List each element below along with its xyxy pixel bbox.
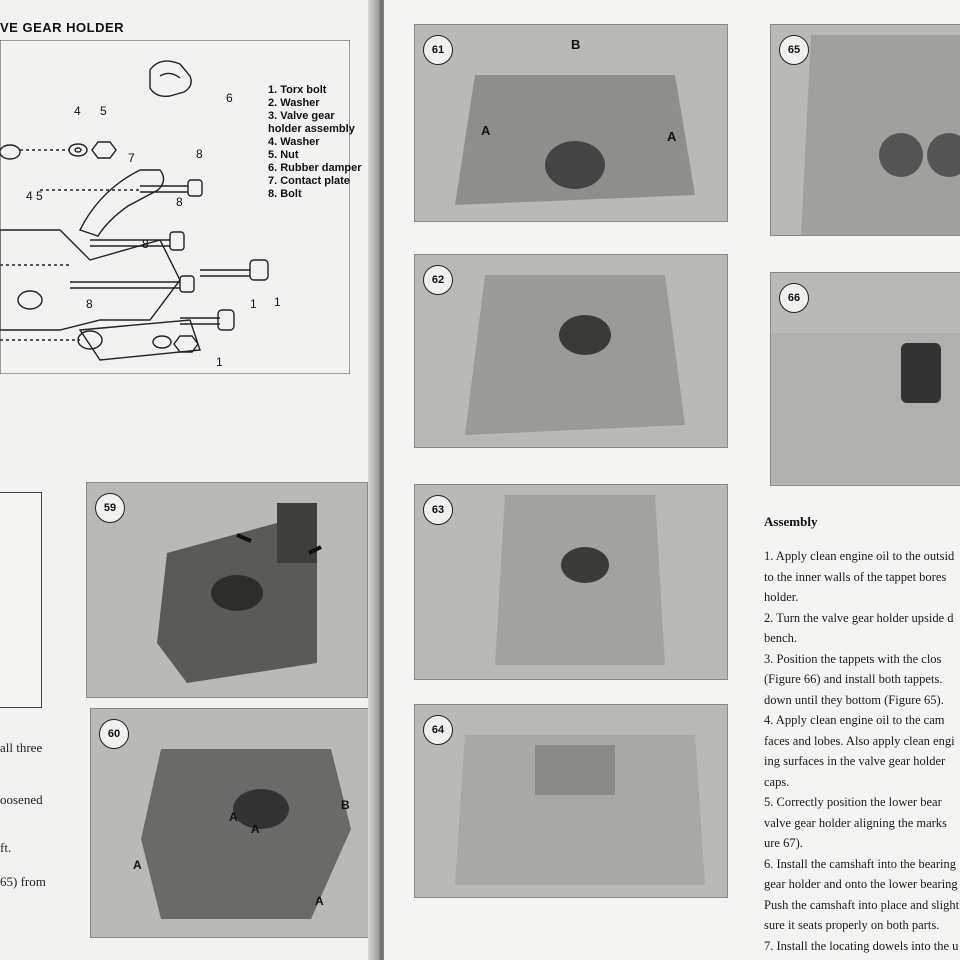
photo-61: 61 B A A: [414, 24, 728, 222]
parts-legend: 1. Torx bolt 2. Washer 3. Valve gear hol…: [268, 84, 368, 201]
step-line: gear holder and onto the lower bearing: [764, 877, 958, 891]
legend-item: 8. Bolt: [268, 188, 302, 200]
right-page: 61 B A A 62 63 64 65: [384, 0, 960, 960]
step-line: bench.: [764, 631, 797, 645]
step-line: caps.: [764, 774, 790, 789]
mark-a: A: [315, 894, 324, 908]
photo-60-image: A A B A A: [133, 749, 351, 919]
step-line: 6. Install the camshaft into the bearing: [764, 856, 956, 871]
photo-59: 59: [86, 482, 368, 698]
mark-a: A: [133, 858, 142, 872]
step-line: 5. Correctly position the lower bear: [764, 795, 942, 809]
partial-figure-box: [0, 492, 42, 708]
photo-number: 62: [423, 265, 453, 295]
label-5b: 5: [36, 189, 43, 203]
photo-65: 65: [770, 24, 960, 236]
photo-61-image: B A A: [455, 37, 695, 205]
step-line: valve gear holder aligning the marks: [764, 815, 947, 830]
photo-63-image: [495, 495, 665, 665]
step-line: ure 67).: [764, 836, 803, 850]
photo-66: 66: [770, 272, 960, 486]
step-line: to the inner walls of the tappet bores: [764, 569, 947, 584]
step-line: 7. Install the locating dowels into the …: [764, 938, 959, 953]
label-4b: 4: [26, 189, 33, 203]
text-fragment: ft.: [0, 840, 12, 855]
label-1b: 1: [274, 295, 281, 309]
left-page: VE GEAR HOLDER: [0, 0, 380, 960]
photo-number: 61: [423, 35, 453, 65]
assembly-heading: Assembly: [764, 514, 818, 529]
step-line: ing surfaces in the valve gear holder: [764, 754, 946, 768]
section-title: VE GEAR HOLDER: [0, 20, 125, 35]
photo-number: 65: [779, 35, 809, 65]
step-line: 4. Apply clean engine oil to the cam: [764, 713, 945, 727]
label-8b: 8: [176, 195, 183, 209]
photo-64: 64: [414, 704, 728, 898]
photo-66-image: [771, 333, 960, 483]
step-line: 3. Position the tappets with the clos: [764, 651, 942, 666]
text-fragment: 65) from: [0, 874, 46, 889]
step-line: sure it seats properly on both parts.: [764, 918, 940, 932]
legend-item: 6. Rubber damper: [268, 162, 362, 174]
step-line: 2. Turn the valve gear holder upside d: [764, 610, 954, 625]
label-1c: 1: [216, 355, 223, 369]
legend-item: 2. Washer: [268, 97, 320, 109]
text-fragment: all three: [0, 740, 43, 755]
photo-65-image: [801, 35, 960, 235]
mark-a: A: [481, 123, 491, 138]
label-4: 4: [74, 104, 81, 118]
label-6: 6: [226, 91, 233, 105]
assembly-steps: 1. Apply clean engine oil to the outsid …: [764, 548, 960, 958]
mark-a: A: [251, 822, 260, 836]
step-line: Push the camshaft into place and slightl: [764, 897, 960, 912]
mark-b: B: [571, 37, 580, 52]
photo-number: 66: [779, 283, 809, 313]
legend-item: 4. Washer: [268, 136, 320, 148]
photo-number: 63: [423, 495, 453, 525]
step-line: (Figure 66) and install both tappets.: [764, 672, 943, 686]
photo-number: 60: [99, 719, 129, 749]
photo-63: 63: [414, 484, 728, 680]
mark-a: A: [229, 810, 238, 824]
photo-number: 59: [95, 493, 125, 523]
label-8: 8: [196, 147, 203, 161]
photo-62-image: [465, 275, 685, 435]
photo-60: 60 A A B A A: [90, 708, 372, 938]
photo-64-image: [455, 735, 705, 885]
photo-62: 62: [414, 254, 728, 448]
label-8c: 8: [142, 237, 149, 251]
mark-a: A: [667, 129, 677, 144]
step-line: faces and lobes. Also apply clean engi: [764, 733, 955, 748]
label-1: 1: [250, 297, 257, 311]
label-8d: 8: [86, 297, 93, 311]
step-line: 1. Apply clean engine oil to the outsid: [764, 549, 955, 563]
label-5: 5: [100, 104, 107, 118]
legend-item: 1. Torx bolt: [268, 84, 327, 96]
photo-number: 64: [423, 715, 453, 745]
text-fragment: oosened: [0, 792, 43, 807]
step-line: holder.: [764, 590, 799, 604]
label-7: 7: [128, 151, 135, 165]
legend-item: 3. Valve gear holder assembly: [268, 110, 355, 135]
photo-59-image: [157, 503, 322, 683]
legend-item: 7. Contact plate: [268, 175, 350, 187]
legend-item: 5. Nut: [268, 149, 299, 161]
step-line: down until they bottom (Figure 65).: [764, 692, 944, 707]
mark-b: B: [341, 798, 350, 812]
